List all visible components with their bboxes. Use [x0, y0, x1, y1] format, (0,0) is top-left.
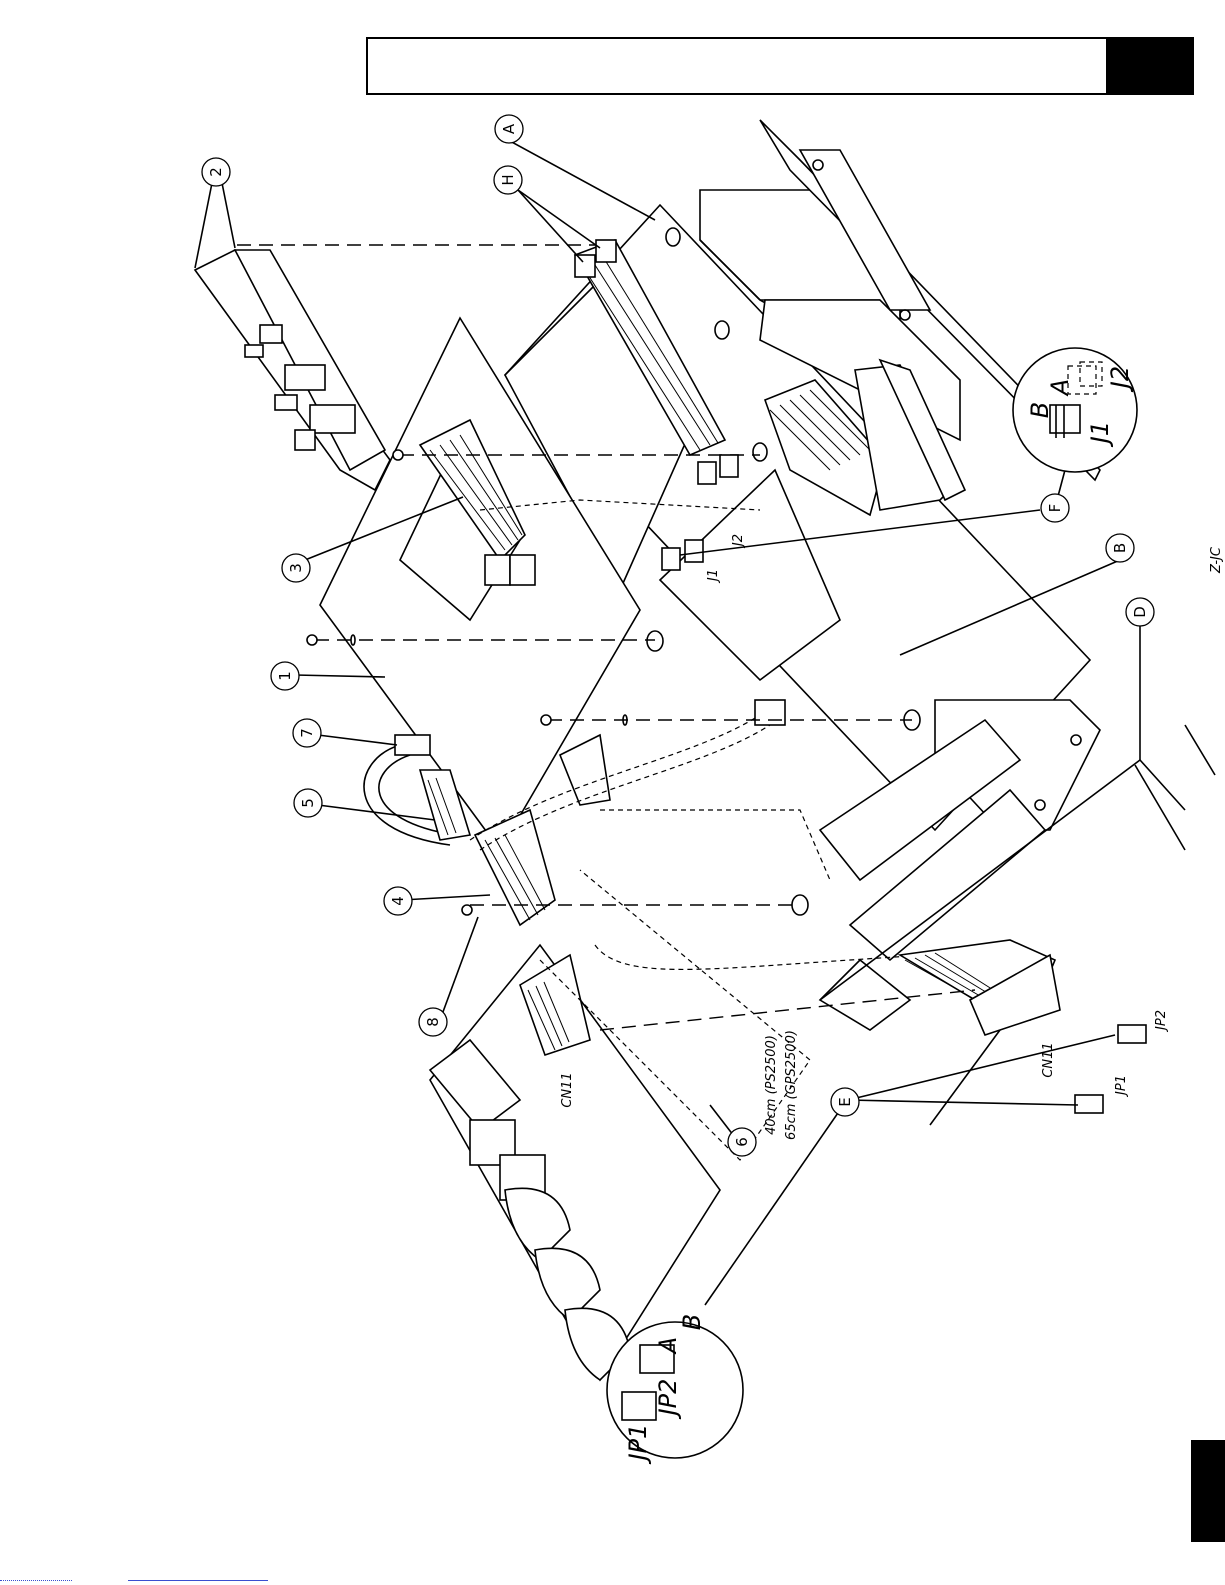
detail-f-j2: J2: [1106, 366, 1134, 392]
panel-d-edge: [1135, 725, 1215, 850]
label-cn11-right: CN11: [1041, 1042, 1056, 1077]
callout-b: B: [1111, 543, 1129, 553]
callout-e: E: [836, 1097, 854, 1106]
callout-a-top: A: [500, 123, 518, 134]
callout-5: 5: [299, 798, 317, 808]
label-cable-65cm: 65cm (GPS2500): [784, 1030, 799, 1140]
label-jp2: JP2: [1154, 1010, 1169, 1033]
board-2-card: [195, 250, 390, 490]
callout-f: F: [1046, 504, 1064, 513]
label-jp1: JP1: [1114, 1075, 1129, 1098]
label-j1: J1: [706, 569, 721, 584]
label-edge-fragment: Z-JC: [1209, 546, 1224, 574]
callout-h: H: [499, 174, 517, 185]
label-cable-40cm: 40cm (PS2500): [764, 1035, 779, 1135]
detail-e-jp2: JP2: [654, 1379, 682, 1420]
label-cn11-left: CN11: [560, 1072, 575, 1107]
callout-4: 4: [389, 896, 407, 906]
detail-e-b: B: [678, 1314, 706, 1330]
callout-3: 3: [287, 563, 305, 573]
callout-d: D: [1131, 606, 1149, 618]
detail-e-jp1: JP1: [624, 1424, 652, 1465]
callout-8: 8: [424, 1017, 442, 1027]
callout-1: 1: [276, 671, 294, 681]
detail-e-a: A: [654, 1337, 682, 1355]
detail-f-b: B: [1026, 402, 1054, 418]
jp-jumpers: [1075, 1025, 1146, 1113]
detail-f-j1: J1: [1086, 421, 1114, 447]
callout-7: 7: [298, 728, 316, 738]
detail-f-a: A: [1046, 379, 1074, 397]
callout-2: 2: [207, 167, 225, 177]
label-j2: J2: [731, 534, 746, 549]
callout-6: 6: [733, 1137, 751, 1147]
ribbon-cn11-right: [900, 940, 1060, 1035]
front-io-board: [430, 945, 720, 1380]
